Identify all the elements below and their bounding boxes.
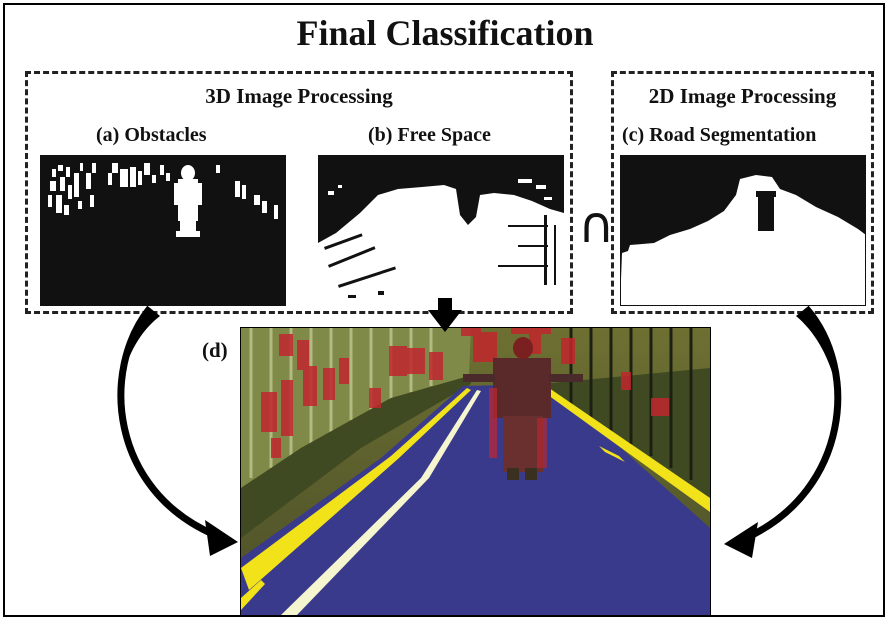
obstacles-mask-graphic	[40, 155, 286, 306]
panel-d-label: (d)	[202, 338, 228, 362]
panel-a-label: (a) Obstacles	[96, 124, 207, 146]
panel-b-label: (b) Free Space	[368, 124, 491, 146]
final-classification-photo	[240, 327, 711, 616]
panel-c-label: (c) Road Segmentation	[622, 124, 817, 146]
right-curved-arrow-icon	[724, 305, 842, 558]
intersection-operator: ∩	[578, 196, 615, 254]
group-3d-title: 3D Image Processing	[205, 84, 393, 108]
group-3d-box	[25, 71, 573, 314]
down-arrow-icon	[428, 298, 462, 332]
group-2d-box	[611, 71, 874, 314]
obstacles-mask	[40, 155, 286, 306]
final-classification-graphic	[241, 328, 710, 615]
left-curved-arrow-icon	[117, 305, 238, 556]
outer-frame	[3, 3, 885, 617]
group-2d-title: 2D Image Processing	[648, 84, 837, 108]
road-segmentation-mask-graphic	[620, 155, 866, 306]
road-segmentation-mask	[620, 155, 866, 306]
free-space-mask-graphic	[318, 155, 564, 306]
free-space-mask	[318, 155, 564, 306]
figure-title: Final Classification	[296, 13, 594, 53]
